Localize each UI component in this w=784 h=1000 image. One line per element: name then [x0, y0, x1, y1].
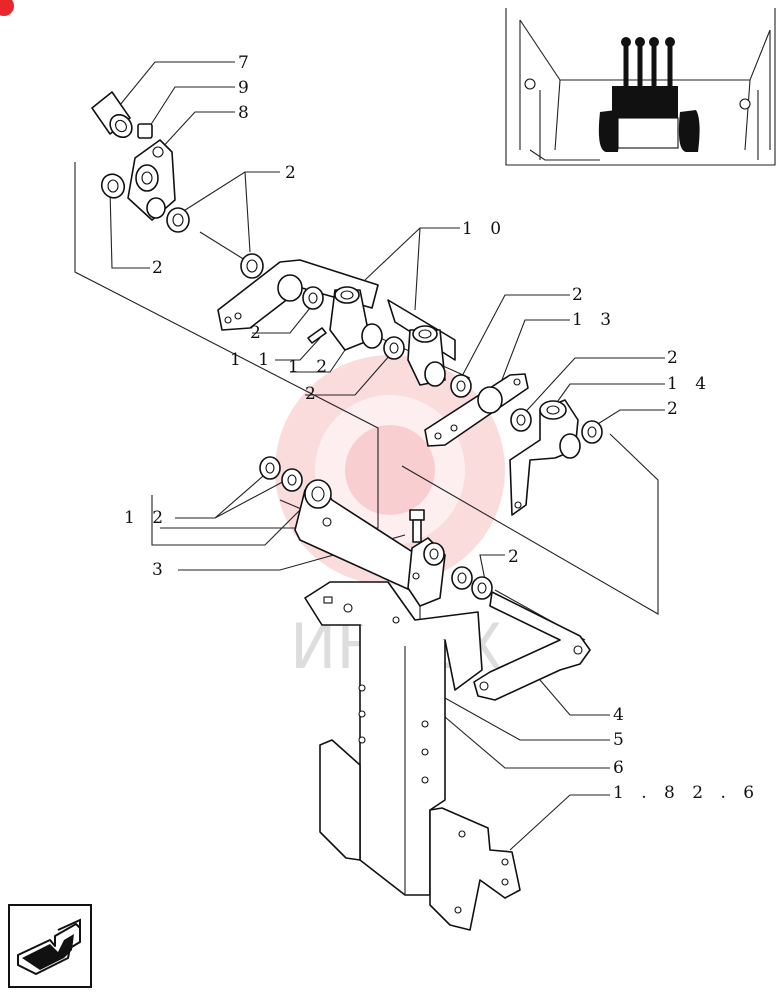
- callout-2-left: 2: [152, 258, 169, 278]
- callout-3: 3: [152, 560, 169, 580]
- callout-labels: 7 9 8 2 2 1 0 2 1 1 1 2 2 2 1 3 2 1 4 2 …: [124, 53, 760, 803]
- bushing-2-left: [100, 173, 126, 199]
- callout-13: 1 3: [572, 310, 617, 330]
- callout-14: 1 4: [667, 374, 712, 394]
- callout-9: 9: [238, 78, 255, 98]
- lever-4: [473, 591, 591, 701]
- lever-assembly-10: [217, 259, 456, 387]
- callout-4: 4: [613, 705, 630, 725]
- bushing-2-r1: [450, 374, 472, 398]
- callout-2-mid: 2: [250, 323, 267, 343]
- callout-10: 1 0: [462, 219, 507, 239]
- bushing-2-upper-mid: [240, 253, 264, 279]
- cab-inset: [505, 8, 776, 166]
- callout-8: 8: [238, 103, 255, 123]
- bushing-2-low: [383, 336, 405, 360]
- grease-nipple-9: [137, 123, 153, 139]
- return-arrow-icon[interactable]: [8, 904, 92, 988]
- callout-2-top: 2: [285, 163, 302, 183]
- callout-2-low: 2: [305, 384, 322, 404]
- callout-ref: 1 . 8 2 . 6: [613, 783, 760, 803]
- corner-mark-icon: [0, 0, 14, 16]
- callout-12-mid: 1 2: [288, 357, 333, 377]
- callout-2-right3: 2: [667, 399, 684, 419]
- lever-13: [424, 373, 529, 447]
- bushing-2-mid: [302, 286, 324, 310]
- callout-5: 5: [613, 730, 630, 750]
- pin-11: [307, 327, 327, 344]
- bracket-8: [127, 139, 176, 221]
- bushings-12: [259, 456, 303, 492]
- bushings-2-bottom: [451, 566, 493, 600]
- callout-6: 6: [613, 758, 630, 778]
- bushing-2-r2: [510, 408, 532, 432]
- bolt: [409, 509, 425, 543]
- callout-2-right1: 2: [572, 285, 589, 305]
- callout-11: 1 1: [230, 350, 275, 370]
- bushing-2-top: [166, 207, 190, 233]
- bracket-3: [294, 479, 446, 607]
- bushing-7: [91, 91, 133, 139]
- callout-7: 7: [238, 53, 255, 73]
- bushing-2-r3: [581, 420, 603, 444]
- callout-2-right2: 2: [667, 348, 684, 368]
- callout-12-left: 1 2: [124, 508, 169, 528]
- lever-14: [509, 399, 581, 516]
- callout-2-bottom: 2: [508, 547, 525, 567]
- support-column: [319, 625, 521, 931]
